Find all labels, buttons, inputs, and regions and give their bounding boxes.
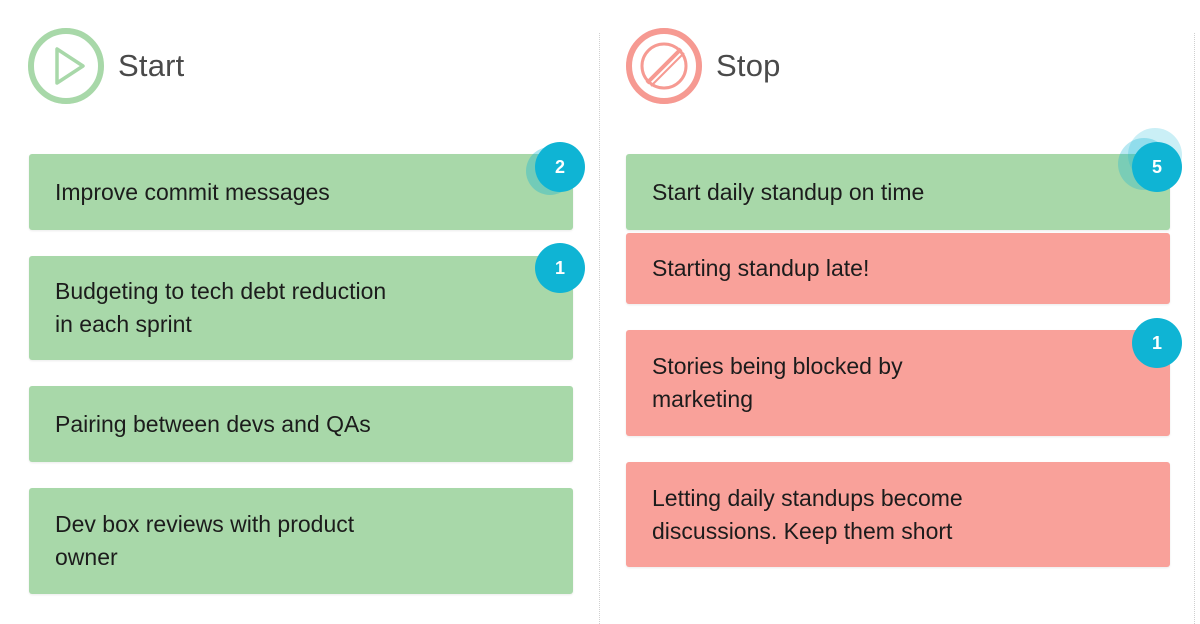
- column-divider: [599, 33, 600, 624]
- card[interactable]: Starting standup late!: [626, 233, 1170, 304]
- vote-count-badge[interactable]: 5: [1132, 142, 1182, 192]
- card-text: Start daily standup on time: [652, 178, 925, 205]
- column-title: Stop: [716, 48, 781, 83]
- column-divider: [1194, 33, 1195, 624]
- card[interactable]: Pairing between devs and QAs: [29, 386, 573, 462]
- card[interactable]: Letting daily standups become discussion…: [626, 462, 1170, 567]
- vote-count-badge[interactable]: 1: [1132, 318, 1182, 368]
- card-text: Improve commit messages: [55, 178, 330, 205]
- card[interactable]: Stories being blocked by marketing: [626, 330, 1170, 436]
- prohibited-circle-icon: [626, 28, 702, 104]
- card-text: Budgeting to tech debt reduction in each…: [55, 278, 387, 337]
- column-header-start: Start: [26, 24, 184, 108]
- card-text: Pairing between devs and QAs: [55, 410, 371, 437]
- card-text: Starting standup late!: [652, 255, 870, 281]
- card[interactable]: Start daily standup on time: [626, 154, 1170, 230]
- vote-count-badge[interactable]: 1: [535, 243, 585, 293]
- card-text: Stories being blocked by marketing: [652, 353, 903, 412]
- column-header-stop: Stop: [624, 24, 781, 108]
- card-text: Dev box reviews with product owner: [55, 511, 355, 570]
- card-text: Letting daily standups become discussion…: [652, 484, 963, 544]
- play-circle-icon: [28, 28, 104, 104]
- card[interactable]: Dev box reviews with product owner: [29, 488, 573, 594]
- column-title: Start: [118, 48, 185, 83]
- card[interactable]: Improve commit messages: [29, 154, 573, 230]
- vote-count-badge[interactable]: 2: [535, 142, 585, 192]
- card[interactable]: Budgeting to tech debt reduction in each…: [29, 256, 573, 360]
